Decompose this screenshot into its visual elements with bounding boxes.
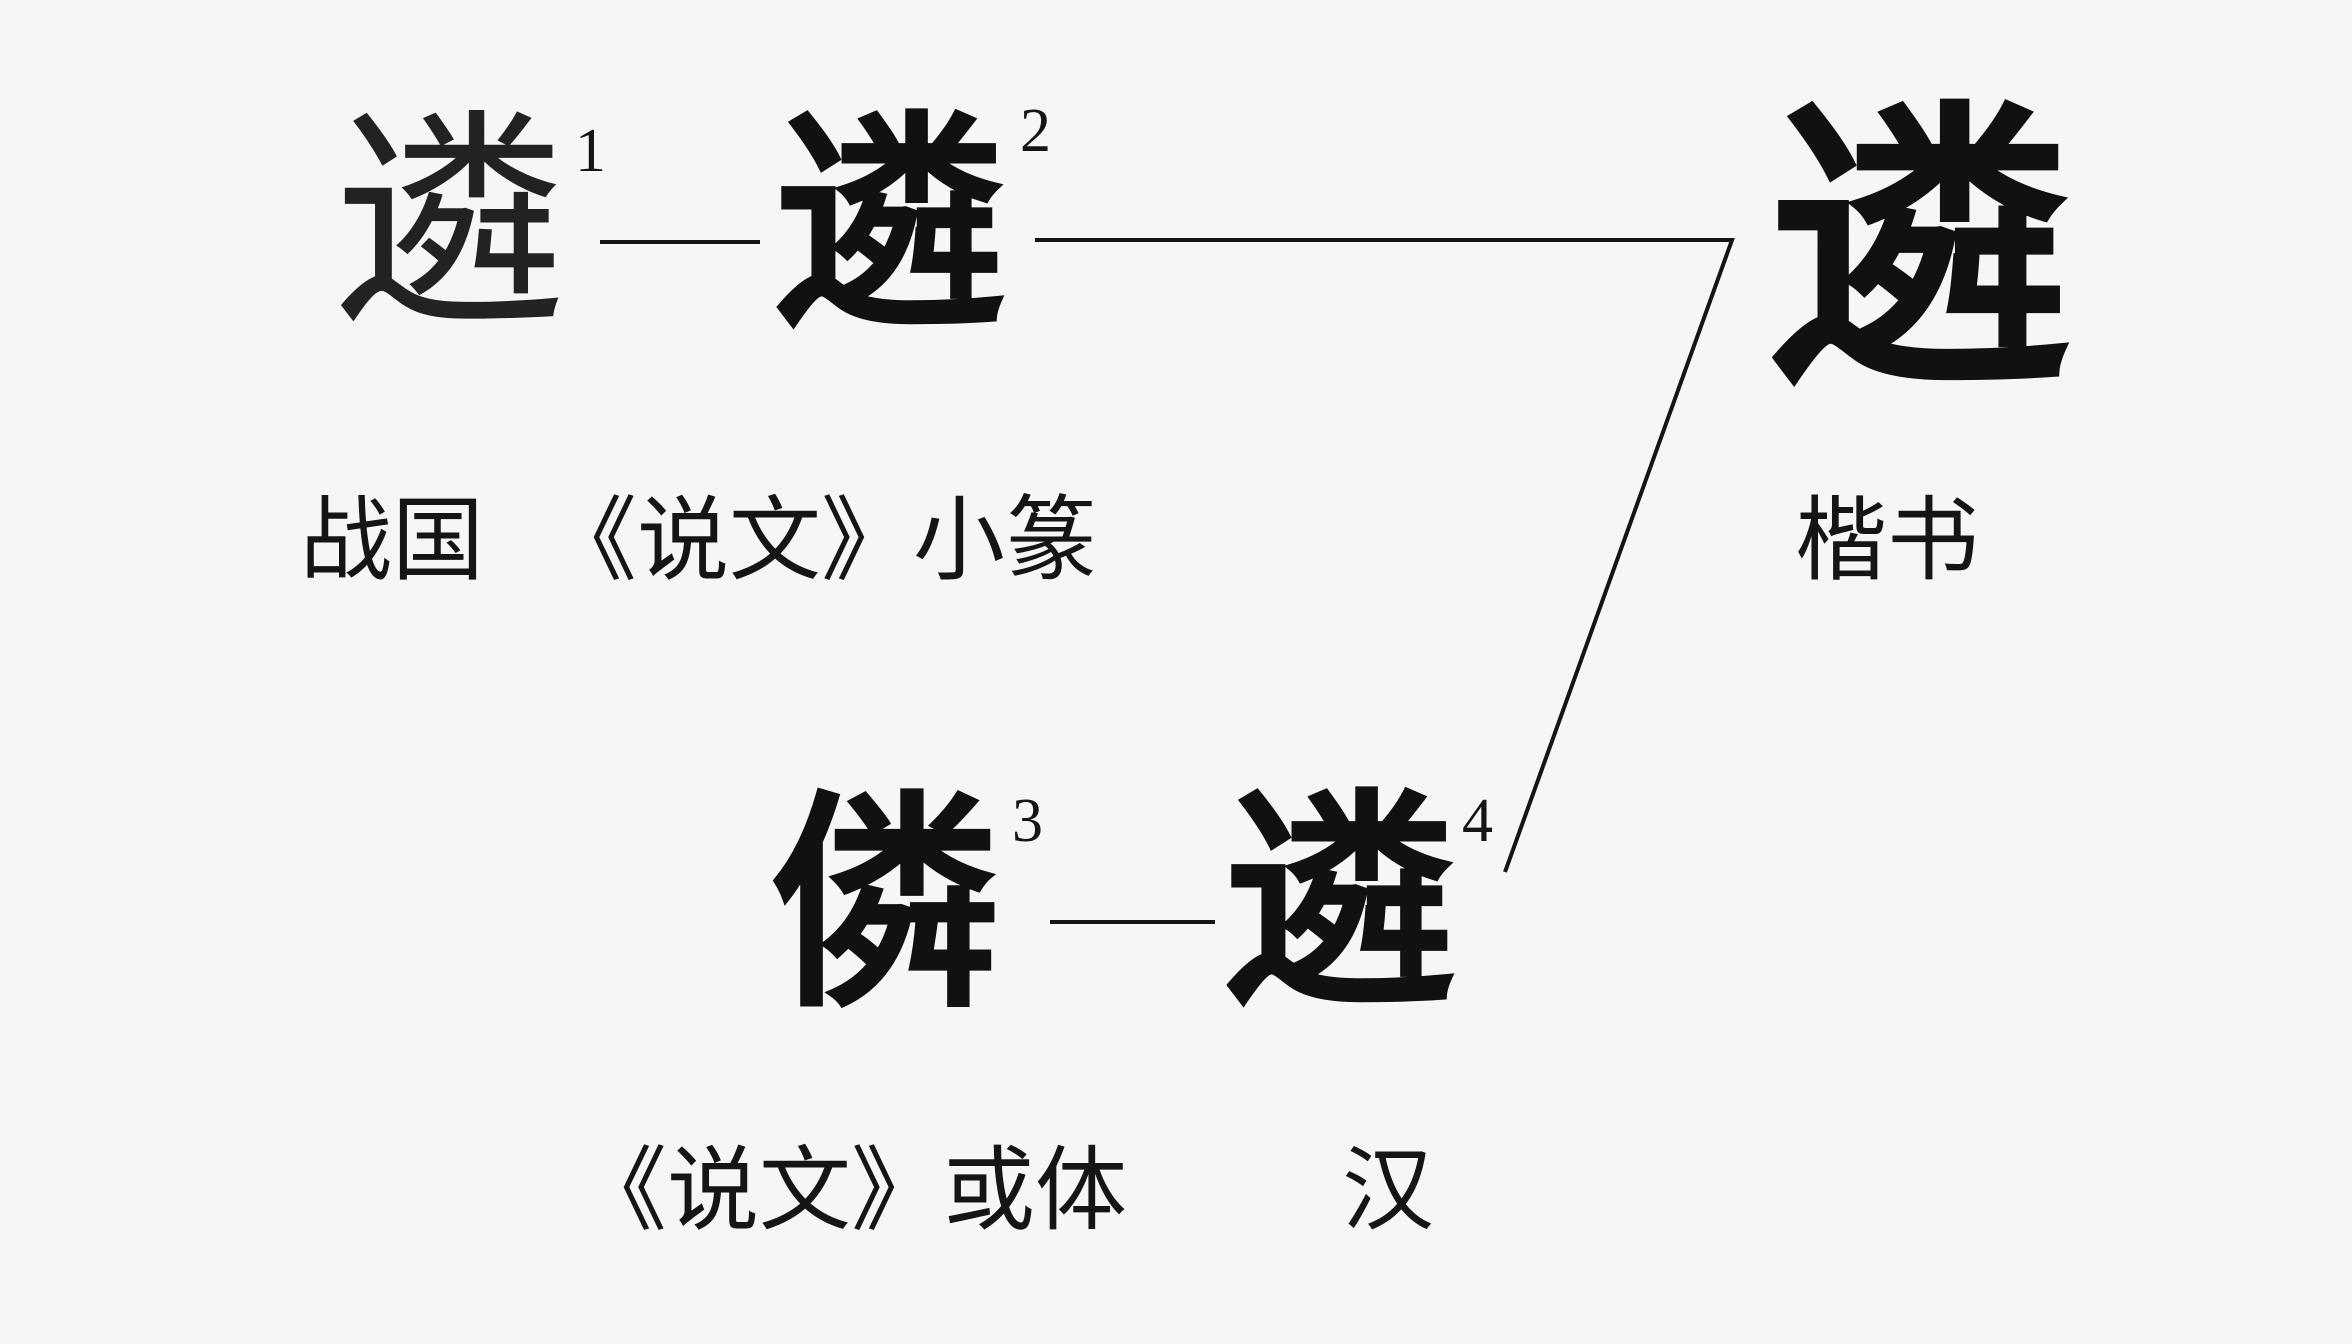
glyph-regular-script: 遴 xyxy=(1770,73,2070,426)
index-4: 4 xyxy=(1462,787,1493,855)
label-small-seal: 《说文》小篆 xyxy=(545,487,1098,594)
index-3: 3 xyxy=(1012,787,1043,855)
glyph-small-seal: 遴 xyxy=(775,90,1006,360)
label-variant-form: 《说文》或体 xyxy=(575,1137,1128,1244)
connector-2-modern-4 xyxy=(1035,238,1735,873)
glyph-warring-states: 遴 xyxy=(335,91,566,358)
index-2: 2 xyxy=(1020,97,1051,165)
glyph-han: 遴 xyxy=(1225,771,1456,1038)
label-han: 汉 xyxy=(1342,1137,1435,1244)
index-1: 1 xyxy=(575,117,606,185)
label-warring-states: 战国 xyxy=(300,487,485,594)
glyph-variant-form: 僯 xyxy=(770,770,1001,1040)
label-regular-script: 楷书 xyxy=(1795,487,1980,594)
